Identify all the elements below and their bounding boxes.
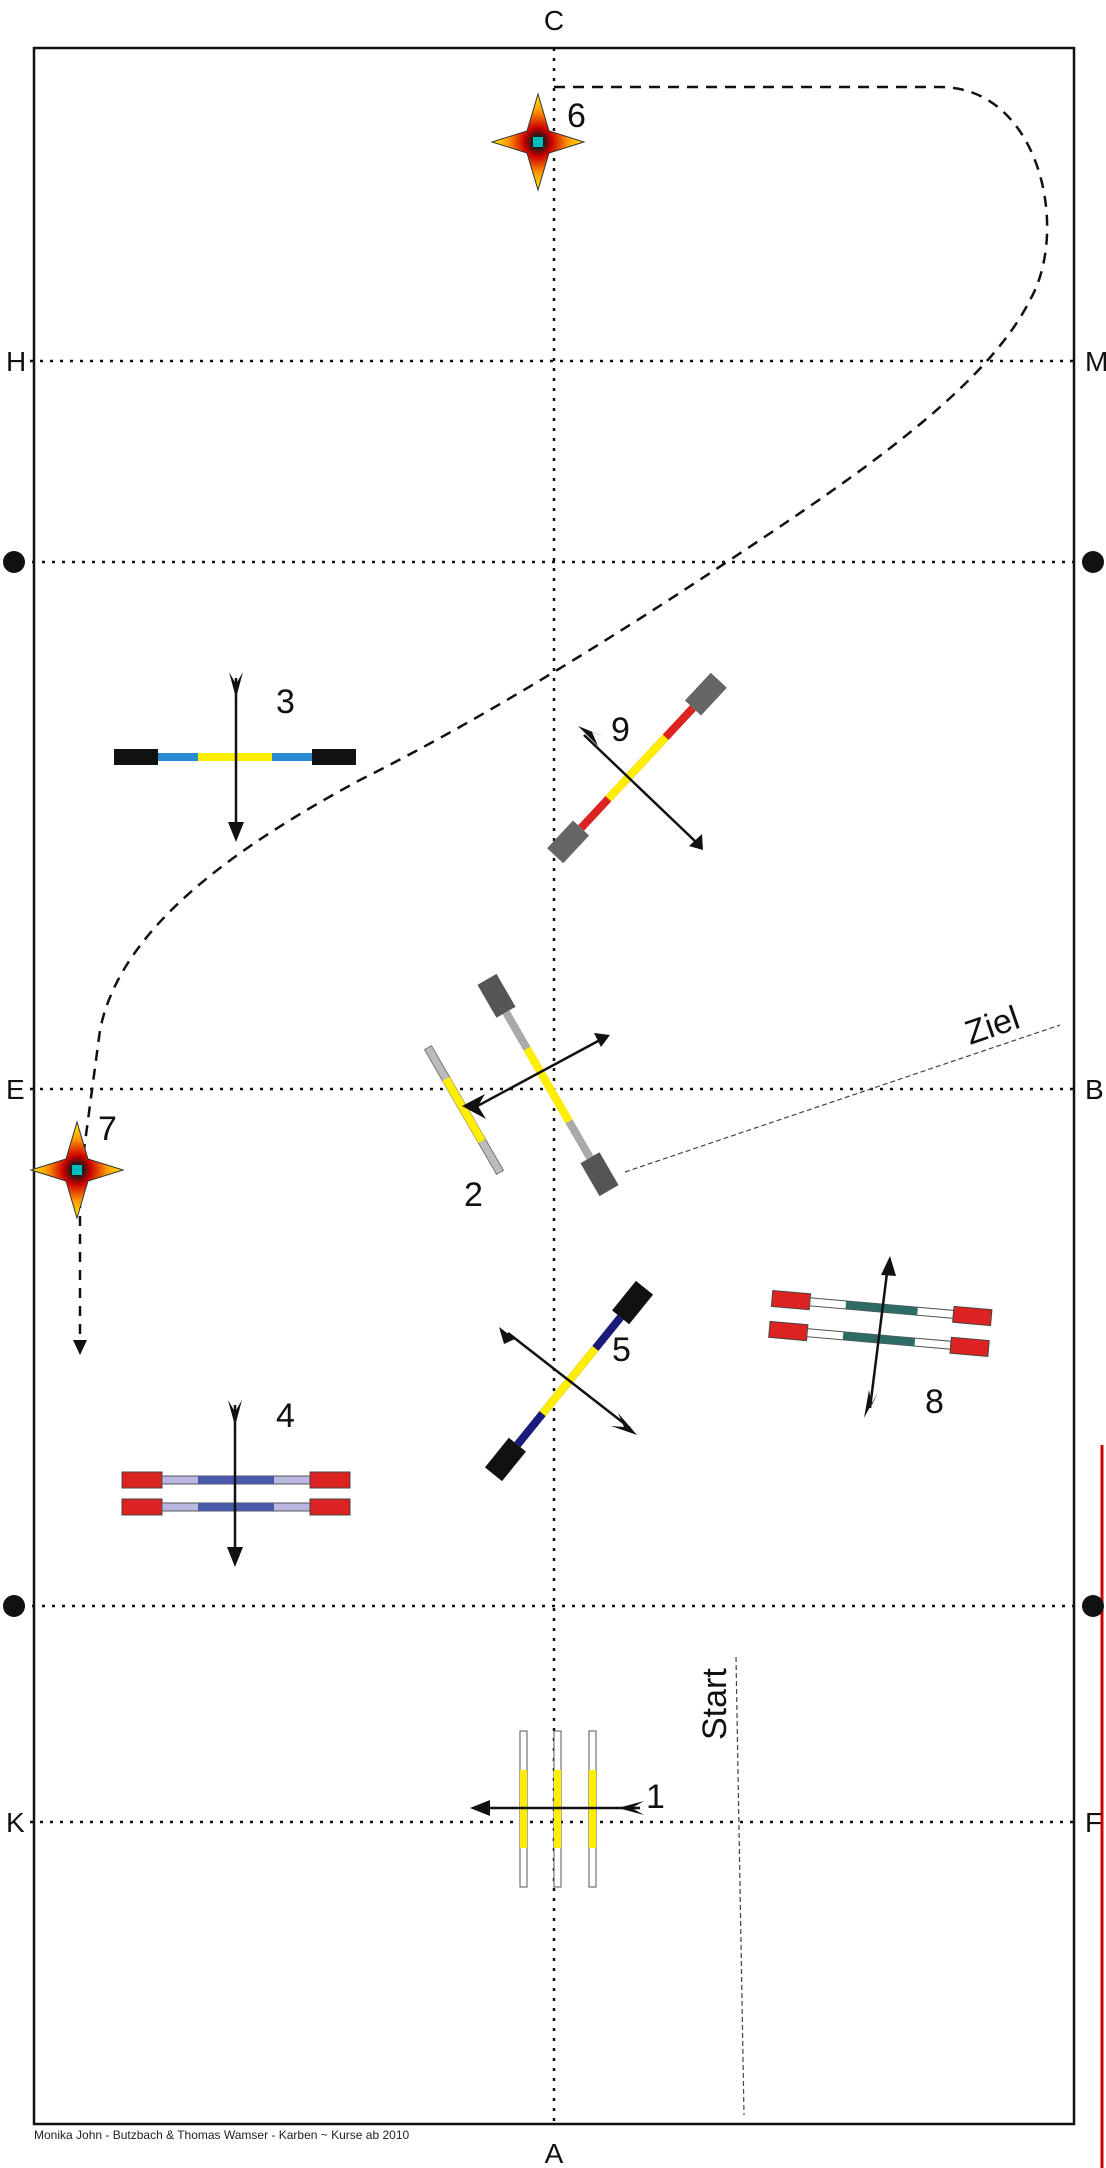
start-line — [735, 1656, 745, 2116]
route-path — [78, 85, 1049, 1181]
obstacle-4 — [121, 1400, 351, 1567]
obstacle-2 — [477, 973, 619, 1197]
direction-arrow — [469, 1038, 601, 1112]
pole-end — [121, 1471, 163, 1489]
arrow-tail-icon — [618, 1801, 644, 1815]
direction-arrow — [583, 734, 698, 844]
turn-marker-6 — [490, 92, 586, 192]
route-arrowhead — [73, 1340, 87, 1355]
arrow-head-icon — [499, 1327, 515, 1344]
arrow-head-icon — [881, 1256, 896, 1276]
letter-h: H — [6, 346, 26, 377]
obstacle-label-9: 9 — [611, 711, 630, 749]
letter-a: A — [545, 2138, 564, 2168]
pole-center — [442, 1076, 486, 1144]
pole-end — [312, 749, 356, 765]
letter-b: B — [1085, 1074, 1104, 1105]
arrow-head-icon — [689, 834, 703, 850]
pole-end — [580, 1152, 619, 1197]
pole-end — [684, 672, 727, 716]
letter-m: M — [1085, 346, 1106, 377]
obstacle-9 — [547, 672, 727, 864]
arrow-tail-icon — [578, 726, 605, 746]
star-center — [533, 137, 543, 147]
direction-arrow — [868, 1264, 890, 1409]
obstacle-1 — [470, 1730, 644, 1888]
direction-arrow — [507, 1332, 631, 1429]
pole-end — [121, 1498, 163, 1516]
pole-center — [605, 734, 669, 802]
obstacle-label-3: 3 — [276, 683, 295, 721]
pole-end — [547, 820, 590, 864]
obstacle-label-6: 6 — [567, 97, 586, 135]
obstacle-3 — [114, 672, 356, 842]
letter-e: E — [6, 1074, 25, 1105]
obstacle-label-5: 5 — [612, 1331, 631, 1369]
letter-k: K — [6, 1807, 25, 1838]
pole-end — [770, 1289, 812, 1311]
marker-dot — [1082, 1595, 1104, 1617]
arrow-tail-icon — [229, 672, 243, 698]
star-center — [72, 1165, 82, 1175]
letter-f: F — [1085, 1807, 1102, 1838]
arrow-head-icon — [228, 822, 244, 842]
obstacle-label-8: 8 — [925, 1383, 944, 1421]
arrow-head-icon — [227, 1547, 243, 1567]
start-label: Start — [696, 1668, 734, 1740]
footer-credit: Monika John - Butzbach & Thomas Wamser -… — [34, 2128, 410, 2142]
pole-end — [309, 1471, 351, 1489]
finish-line — [624, 1024, 1061, 1173]
finish-label: Ziel — [960, 999, 1024, 1053]
arrow-tail-icon — [228, 1400, 242, 1426]
pole-end — [949, 1336, 990, 1358]
marker-dot — [1082, 551, 1104, 573]
pole-end — [612, 1280, 654, 1325]
arrow-tail-icon — [462, 1094, 486, 1119]
obstacle-label-7: 7 — [98, 1110, 117, 1148]
letter-c: C — [544, 5, 564, 36]
pole-end — [309, 1498, 351, 1516]
pole-end — [952, 1305, 993, 1327]
pole-end — [114, 749, 158, 765]
obstacle-label-2: 2 — [464, 1176, 483, 1214]
pole-end — [484, 1437, 526, 1482]
obstacle-2-rail — [423, 1044, 505, 1176]
arrow-head-icon — [594, 1033, 610, 1047]
pole-end — [768, 1320, 809, 1342]
arrow-tail-icon — [611, 1413, 637, 1435]
marker-dot — [3, 1595, 25, 1617]
pole-end — [477, 973, 516, 1018]
arrow-head-icon — [470, 1800, 490, 1816]
side-markers — [3, 551, 1104, 1617]
turn-marker-7 — [29, 1120, 125, 1220]
marker-dot — [3, 551, 25, 573]
obstacle-label-1: 1 — [646, 1778, 665, 1816]
arrow-tail-icon — [864, 1390, 878, 1418]
pole-center — [523, 1046, 573, 1124]
obstacle-label-4: 4 — [276, 1397, 295, 1435]
